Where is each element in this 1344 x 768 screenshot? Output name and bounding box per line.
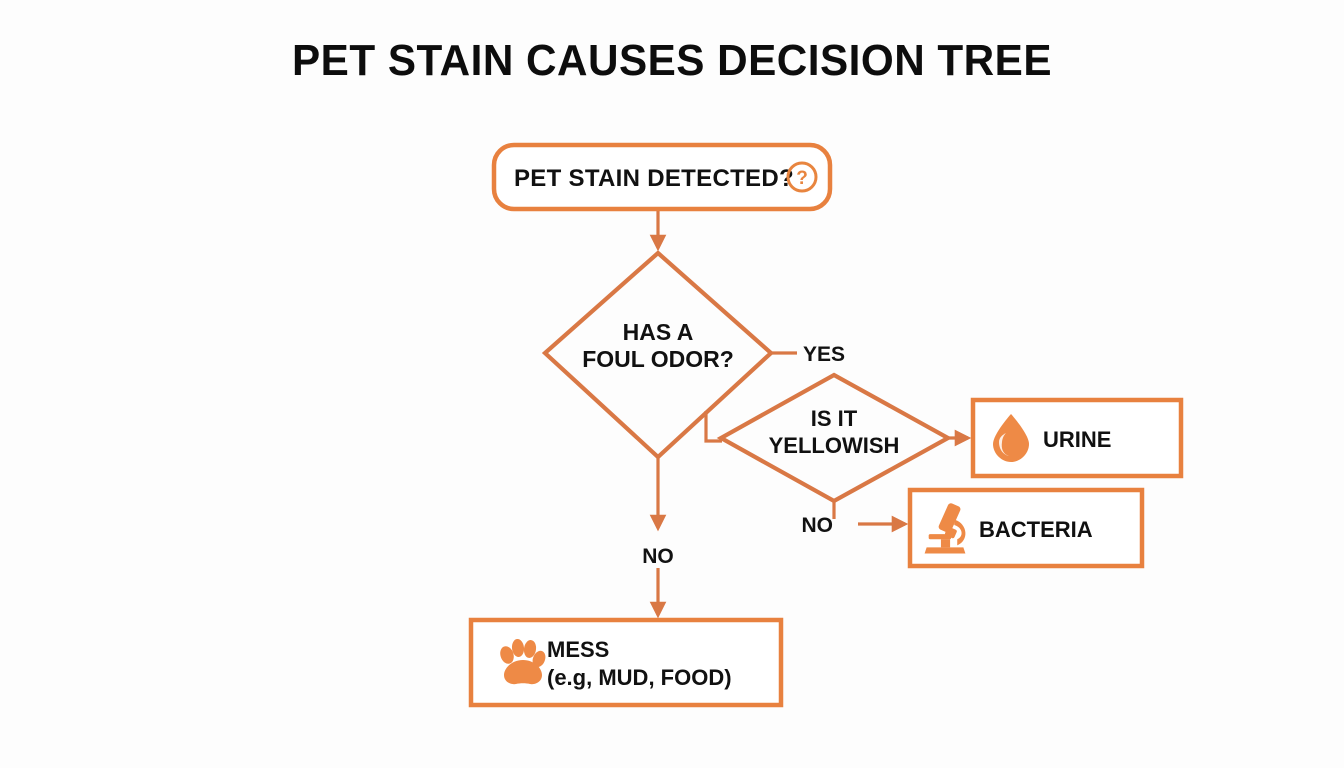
yellow-label-line1: IS IT [811,406,858,431]
mess-label-line2: (e.g, MUD, FOOD) [547,665,732,690]
edge-label-no-odor: NO [642,545,674,568]
edge-odor-to-yellow [704,411,722,443]
edge-label-yes-odor: YES [803,343,845,366]
node-decision-yellow[interactable]: IS IT YELLOWISH [716,372,953,504]
odor-label-line2: FOUL ODOR? [582,346,734,372]
node-decision-odor[interactable]: HAS A FOUL ODOR? [541,250,775,460]
svg-text:?: ? [796,168,808,189]
node-outcome-bacteria[interactable]: BACTERIA [907,487,1145,569]
odor-diamond-shape [541,250,775,460]
microscope-icon [924,503,966,554]
question-circle-icon: ? [786,161,818,193]
node-start[interactable]: PET STAIN DETECTED? ? [491,142,833,212]
mess-label-line1: MESS [547,637,609,662]
node-outcome-urine[interactable]: URINE [970,397,1184,479]
start-node-label: PET STAIN DETECTED? [514,165,794,192]
start-node-shape [491,142,833,212]
paw-print-icon [500,639,546,685]
edge-label-no-yellow: NO [802,514,834,537]
bacteria-label: BACTERIA [979,517,1093,542]
diagram-title: PET STAIN CAUSES DECISION TREE [292,36,1052,85]
urine-label: URINE [1043,427,1111,452]
yellow-diamond-shape [716,372,953,504]
odor-label-line1: HAS A [623,319,694,345]
yellow-label-line2: YELLOWISH [769,433,900,458]
node-outcome-mess[interactable]: MESS (e.g, MUD, FOOD) [468,617,784,708]
water-droplet-icon [993,414,1029,462]
